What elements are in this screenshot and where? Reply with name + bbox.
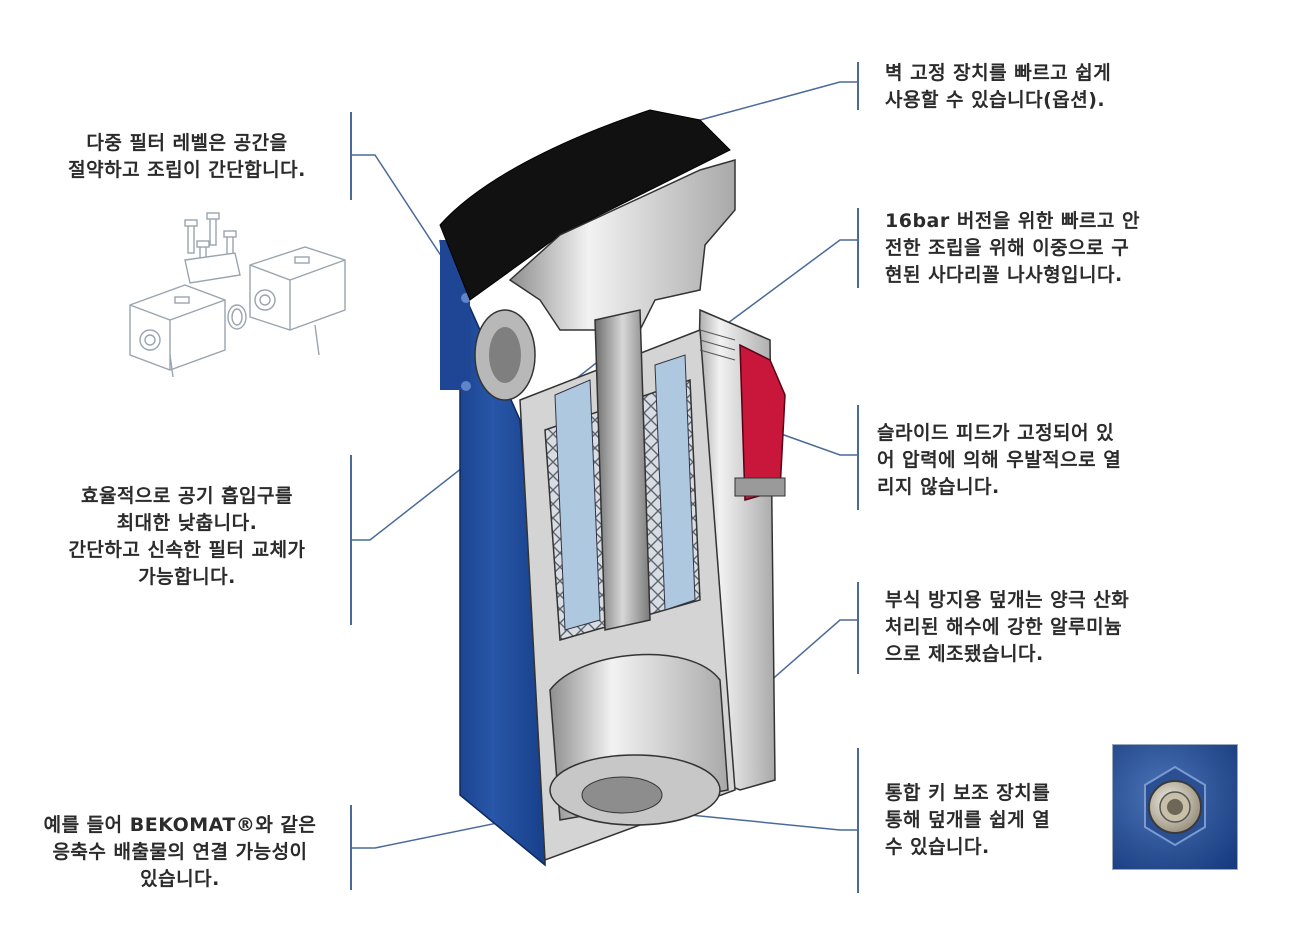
callout-intake: 효율적으로 공기 흡입구를 최대한 낮춥니다. 간단하고 신속한 필터 교체가 … <box>68 485 306 588</box>
leader-wall-mount <box>699 81 858 121</box>
head-cutaway <box>508 159 736 331</box>
bar-key-lock <box>857 748 859 893</box>
callout-cover: 부식 방지용 덮개는 양극 산화 처리된 해수에 강한 알루미늄 으로 제조됐습… <box>885 589 1130 665</box>
callout-drain: 예를 들어 BEKOMAT®와 같은 응축수 배출물의 연결 가능성이 있습니다… <box>43 814 317 890</box>
center-tube <box>594 309 651 631</box>
bar-intake <box>350 455 352 625</box>
leader-key-lock <box>689 814 858 831</box>
black-head <box>439 109 731 301</box>
leader-cover <box>759 619 858 691</box>
callout-slide: 슬라이드 피드가 고정되어 있 어 압력에 의해 우발적으로 열 리지 않습니다… <box>877 422 1122 498</box>
key-lock-photo <box>1112 744 1238 870</box>
bar-slide <box>857 405 859 510</box>
callout-bar16: 16bar 버전을 위한 빠르고 안 전한 조립을 위해 이중으로 구 현된 사… <box>885 210 1141 286</box>
leader-bar16 <box>704 239 858 341</box>
bar-drain <box>350 805 352 890</box>
multi-filter-assembly-sketch <box>129 212 346 378</box>
callout-wall-mount: 벽 고정 장치를 빠르고 쉽게 사용할 수 있습니다(옵션). <box>885 62 1112 111</box>
bar-cover <box>857 582 859 674</box>
bar-wall-mount <box>857 62 859 110</box>
callout-multi-level: 다중 필터 레벨은 공간을 절약하고 조립이 간단합니다. <box>68 132 306 181</box>
bar-bar16 <box>857 208 859 288</box>
bar-multi-level <box>350 112 352 200</box>
leader-slide <box>769 429 858 456</box>
slide-lock-red <box>739 343 786 501</box>
callout-key-lock: 통합 키 보조 장치를 통해 덮개를 쉽게 열 수 있습니다. <box>885 782 1051 858</box>
leader-multi-level <box>350 154 471 301</box>
